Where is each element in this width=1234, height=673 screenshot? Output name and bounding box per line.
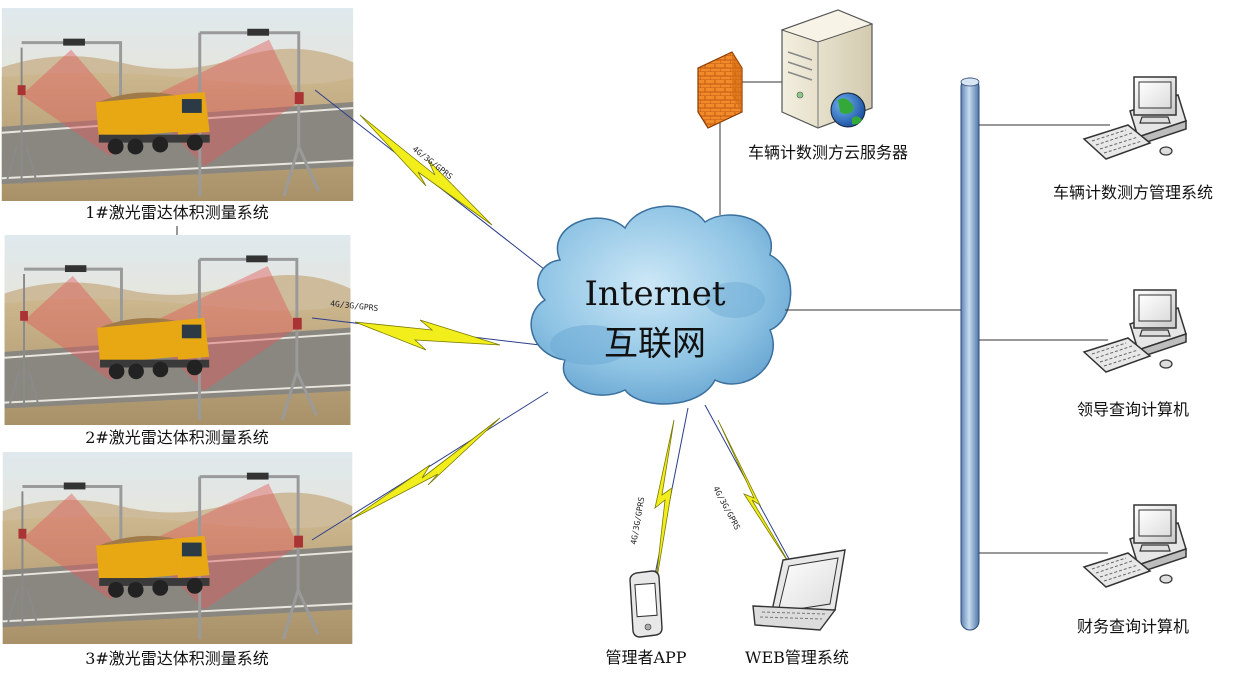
mobile-label: 管理者APP [605,648,686,667]
wireless-link-3 [311,391,549,541]
mobile-link: 4G/3G/GPRS [629,407,689,591]
cloud-title: Internet [584,274,725,314]
web-link-label: 4G/3G/GPRS [711,485,742,532]
mobile-link-label: 4G/3G/GPRS [629,496,646,545]
system-2-label: 2#激光雷达体积测量系统 [85,428,269,447]
laser-station-image-1 [0,8,355,201]
mobile-phone: 管理者APP [605,570,687,667]
client-2-label: 领导查询计算机 [1077,400,1189,419]
system-1-label: 1#激光雷达体积测量系统 [85,203,269,222]
client-1-label: 车辆计数测方管理系统 [1053,183,1213,202]
web-link: 4G/3G/GPRS [704,404,796,571]
laser-station-image-3 [1,452,354,644]
client-3-label: 财务查询计算机 [1077,617,1189,636]
cloud-subtitle: 互联网 [604,324,706,364]
laser-station-image-2 [3,235,352,425]
cloud-server: 车辆计数测方云服务器 [697,9,908,215]
laptop: WEB管理系统 [745,549,849,667]
server-label: 车辆计数测方云服务器 [748,143,908,162]
network-bus [960,77,980,631]
firewall-icon [697,51,743,129]
computer-icon [1083,76,1187,160]
globe-icon [830,92,866,128]
computer-icon [1083,289,1187,373]
client-pc-3: 财务查询计算机 [1077,504,1189,636]
system-3-label: 3#激光雷达体积测量系统 [85,649,269,668]
web-label: WEB管理系统 [745,648,849,667]
computer-icon [1083,504,1187,588]
internet-cloud: Internet 互联网 [530,205,792,405]
client-pc-1: 车辆计数测方管理系统 [1053,76,1213,202]
client-pc-2: 领导查询计算机 [1077,289,1189,419]
